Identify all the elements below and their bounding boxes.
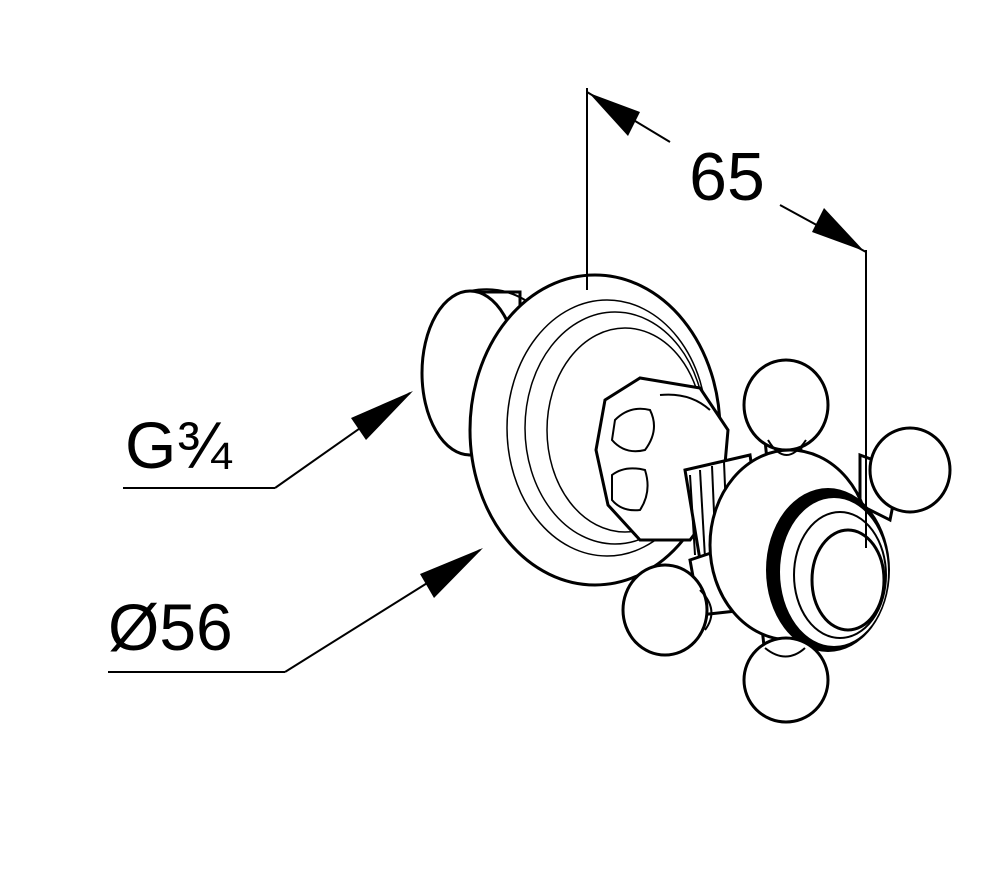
arrowhead-left	[589, 93, 640, 136]
arrowhead-thread	[351, 391, 413, 440]
arrowhead-right	[812, 208, 864, 251]
arrowhead-diameter	[420, 548, 483, 598]
diameter-label: Ø56	[108, 590, 233, 664]
dimension-depth: 65	[586, 88, 867, 548]
valve-illustration	[420, 273, 952, 724]
cross-handle	[621, 358, 952, 724]
thread-label: G¾	[125, 408, 232, 482]
depth-label: 65	[689, 139, 765, 215]
dimension-diameter: Ø56	[108, 548, 483, 673]
dimension-thread: G¾	[123, 391, 413, 489]
